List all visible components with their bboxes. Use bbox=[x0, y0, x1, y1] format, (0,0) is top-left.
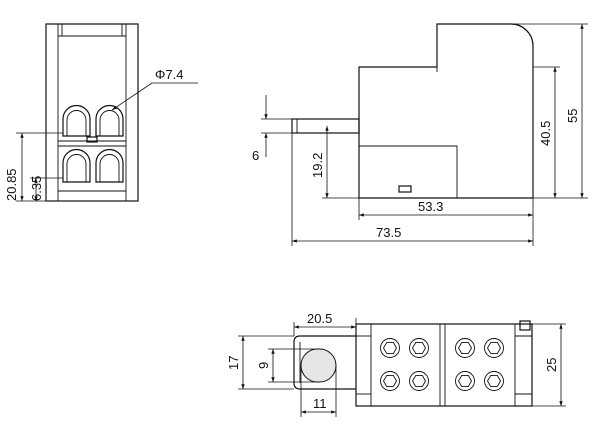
terminal-hole bbox=[95, 104, 124, 137]
pin bbox=[291, 118, 360, 134]
overall-length-label: 73.5 bbox=[376, 225, 401, 240]
screw-icon bbox=[455, 338, 475, 358]
center-marker bbox=[86, 136, 98, 143]
screw-icon bbox=[380, 338, 400, 358]
screw-icon bbox=[409, 338, 429, 358]
screw-icon bbox=[484, 371, 504, 391]
terminal-hole bbox=[62, 148, 91, 183]
side-view: 6 19.2 53.3 73.5 40.5 55 bbox=[252, 23, 588, 246]
top-view: 20.5 17 9 11 25 bbox=[226, 311, 566, 417]
latch-marker bbox=[398, 185, 412, 193]
front-view-body bbox=[45, 23, 139, 202]
top-view-body bbox=[355, 323, 533, 407]
screw-icon bbox=[484, 338, 504, 358]
slot-length-label: 11 bbox=[313, 396, 327, 411]
body-depth-label: 53.3 bbox=[418, 199, 443, 214]
pin-height-label: 19.2 bbox=[310, 153, 325, 178]
tab-slot bbox=[300, 348, 337, 383]
pin-thickness-label: 6 bbox=[252, 148, 259, 163]
height-dim-label: 20.85 bbox=[4, 168, 19, 201]
terminal-hole bbox=[95, 148, 124, 183]
screw-icon bbox=[455, 371, 475, 391]
terminal-hole bbox=[62, 104, 91, 137]
overall-height-label: 55 bbox=[565, 109, 580, 123]
body-width-label: 25 bbox=[544, 358, 559, 372]
lower-height-label: 40.5 bbox=[538, 121, 553, 146]
screw-icon bbox=[380, 371, 400, 391]
offset-dim-label: 6.35 bbox=[29, 176, 44, 201]
end-clip bbox=[519, 320, 531, 331]
screw-icon bbox=[409, 371, 429, 391]
side-view-body bbox=[358, 23, 534, 199]
hole-diameter-label: Φ7.4 bbox=[155, 67, 183, 82]
tab-length-label: 20.5 bbox=[307, 311, 332, 326]
slot-width-label: 9 bbox=[256, 362, 271, 369]
connection-tab bbox=[293, 335, 356, 390]
front-view: Φ7.4 20.85 6.35 bbox=[4, 23, 198, 202]
tab-width-label: 17 bbox=[226, 356, 241, 370]
